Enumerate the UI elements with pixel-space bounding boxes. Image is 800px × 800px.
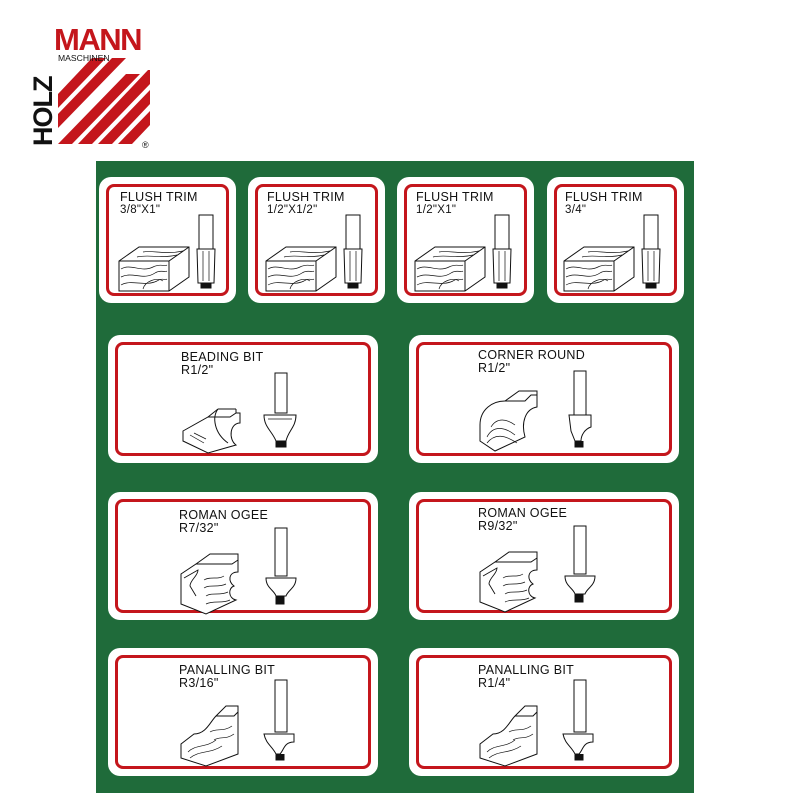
corner-round-icon [479, 370, 592, 452]
bit-card: ROMAN OGEE R7/32" [108, 492, 378, 620]
bit-name: BEADING BIT [181, 350, 264, 364]
card-frame [554, 184, 677, 296]
bit-name: FLUSH TRIM [267, 190, 345, 204]
bit-size: R7/32" [179, 521, 219, 535]
logo-stripes-icon [58, 58, 150, 144]
bit-size: R1/2" [478, 361, 511, 375]
bit-size: 1/2"X1" [416, 204, 457, 216]
card-frame [255, 184, 378, 296]
bit-size: 3/4" [565, 204, 587, 216]
bit-card: FLUSH TRIM 3/4" [547, 177, 684, 303]
bit-size: R1/4" [478, 676, 511, 690]
card-frame [416, 342, 672, 456]
logo-word-maschinen: MASCHINEN [58, 53, 110, 63]
bit-card: PANALLING BIT R3/16" [108, 648, 378, 776]
bit-name: FLUSH TRIM [565, 190, 643, 204]
bit-size: R3/16" [179, 676, 219, 690]
bit-card: CORNER ROUND R1/2" [409, 335, 679, 463]
bit-name: PANALLING BIT [478, 663, 575, 677]
roman-ogee-icon [180, 527, 297, 615]
logo-word-holz: HOLZ [28, 76, 58, 146]
bit-size: 1/2"X1/2" [267, 204, 318, 216]
bit-name: CORNER ROUND [478, 348, 586, 362]
card-frame [115, 499, 371, 613]
router-bit-board: FLUSH TRIM 3/8"X1" FLUSH TRIM 1/2"X1/2" … [96, 161, 694, 793]
flush-trim-icon [414, 214, 512, 292]
bit-name: FLUSH TRIM [120, 190, 198, 204]
card-frame [416, 655, 672, 769]
bit-name: FLUSH TRIM [416, 190, 494, 204]
bit-card: FLUSH TRIM 1/2"X1" [397, 177, 534, 303]
card-frame [106, 184, 229, 296]
roman-ogee-icon [479, 525, 596, 613]
bit-name: PANALLING BIT [179, 663, 276, 677]
holzmann-logo: MANN MASCHINEN HOLZ ® [28, 24, 150, 149]
bit-card: FLUSH TRIM 1/2"X1/2" [248, 177, 385, 303]
flush-trim-icon [265, 214, 363, 292]
bit-size: R1/2" [181, 363, 214, 377]
card-frame [115, 342, 371, 456]
bit-card: PANALLING BIT R1/4" [409, 648, 679, 776]
bit-card: BEADING BIT R1/2" [108, 335, 378, 463]
panelling-bit-icon [479, 679, 594, 767]
flush-trim-icon [563, 214, 661, 292]
card-frame [416, 499, 672, 613]
bit-size: R9/32" [478, 519, 518, 533]
bit-name: ROMAN OGEE [478, 506, 568, 520]
bit-size: 3/8"X1" [120, 204, 161, 216]
flush-trim-icon [118, 214, 216, 292]
beading-bit-icon [182, 372, 297, 454]
logo-word-mann: MANN [54, 24, 141, 57]
bit-name: ROMAN OGEE [179, 508, 269, 522]
bit-card: ROMAN OGEE R9/32" [409, 492, 679, 620]
card-frame [115, 655, 371, 769]
card-frame [404, 184, 527, 296]
panelling-bit-icon [180, 679, 295, 767]
logo-registered-mark: ® [142, 140, 149, 149]
bit-card: FLUSH TRIM 3/8"X1" [99, 177, 236, 303]
